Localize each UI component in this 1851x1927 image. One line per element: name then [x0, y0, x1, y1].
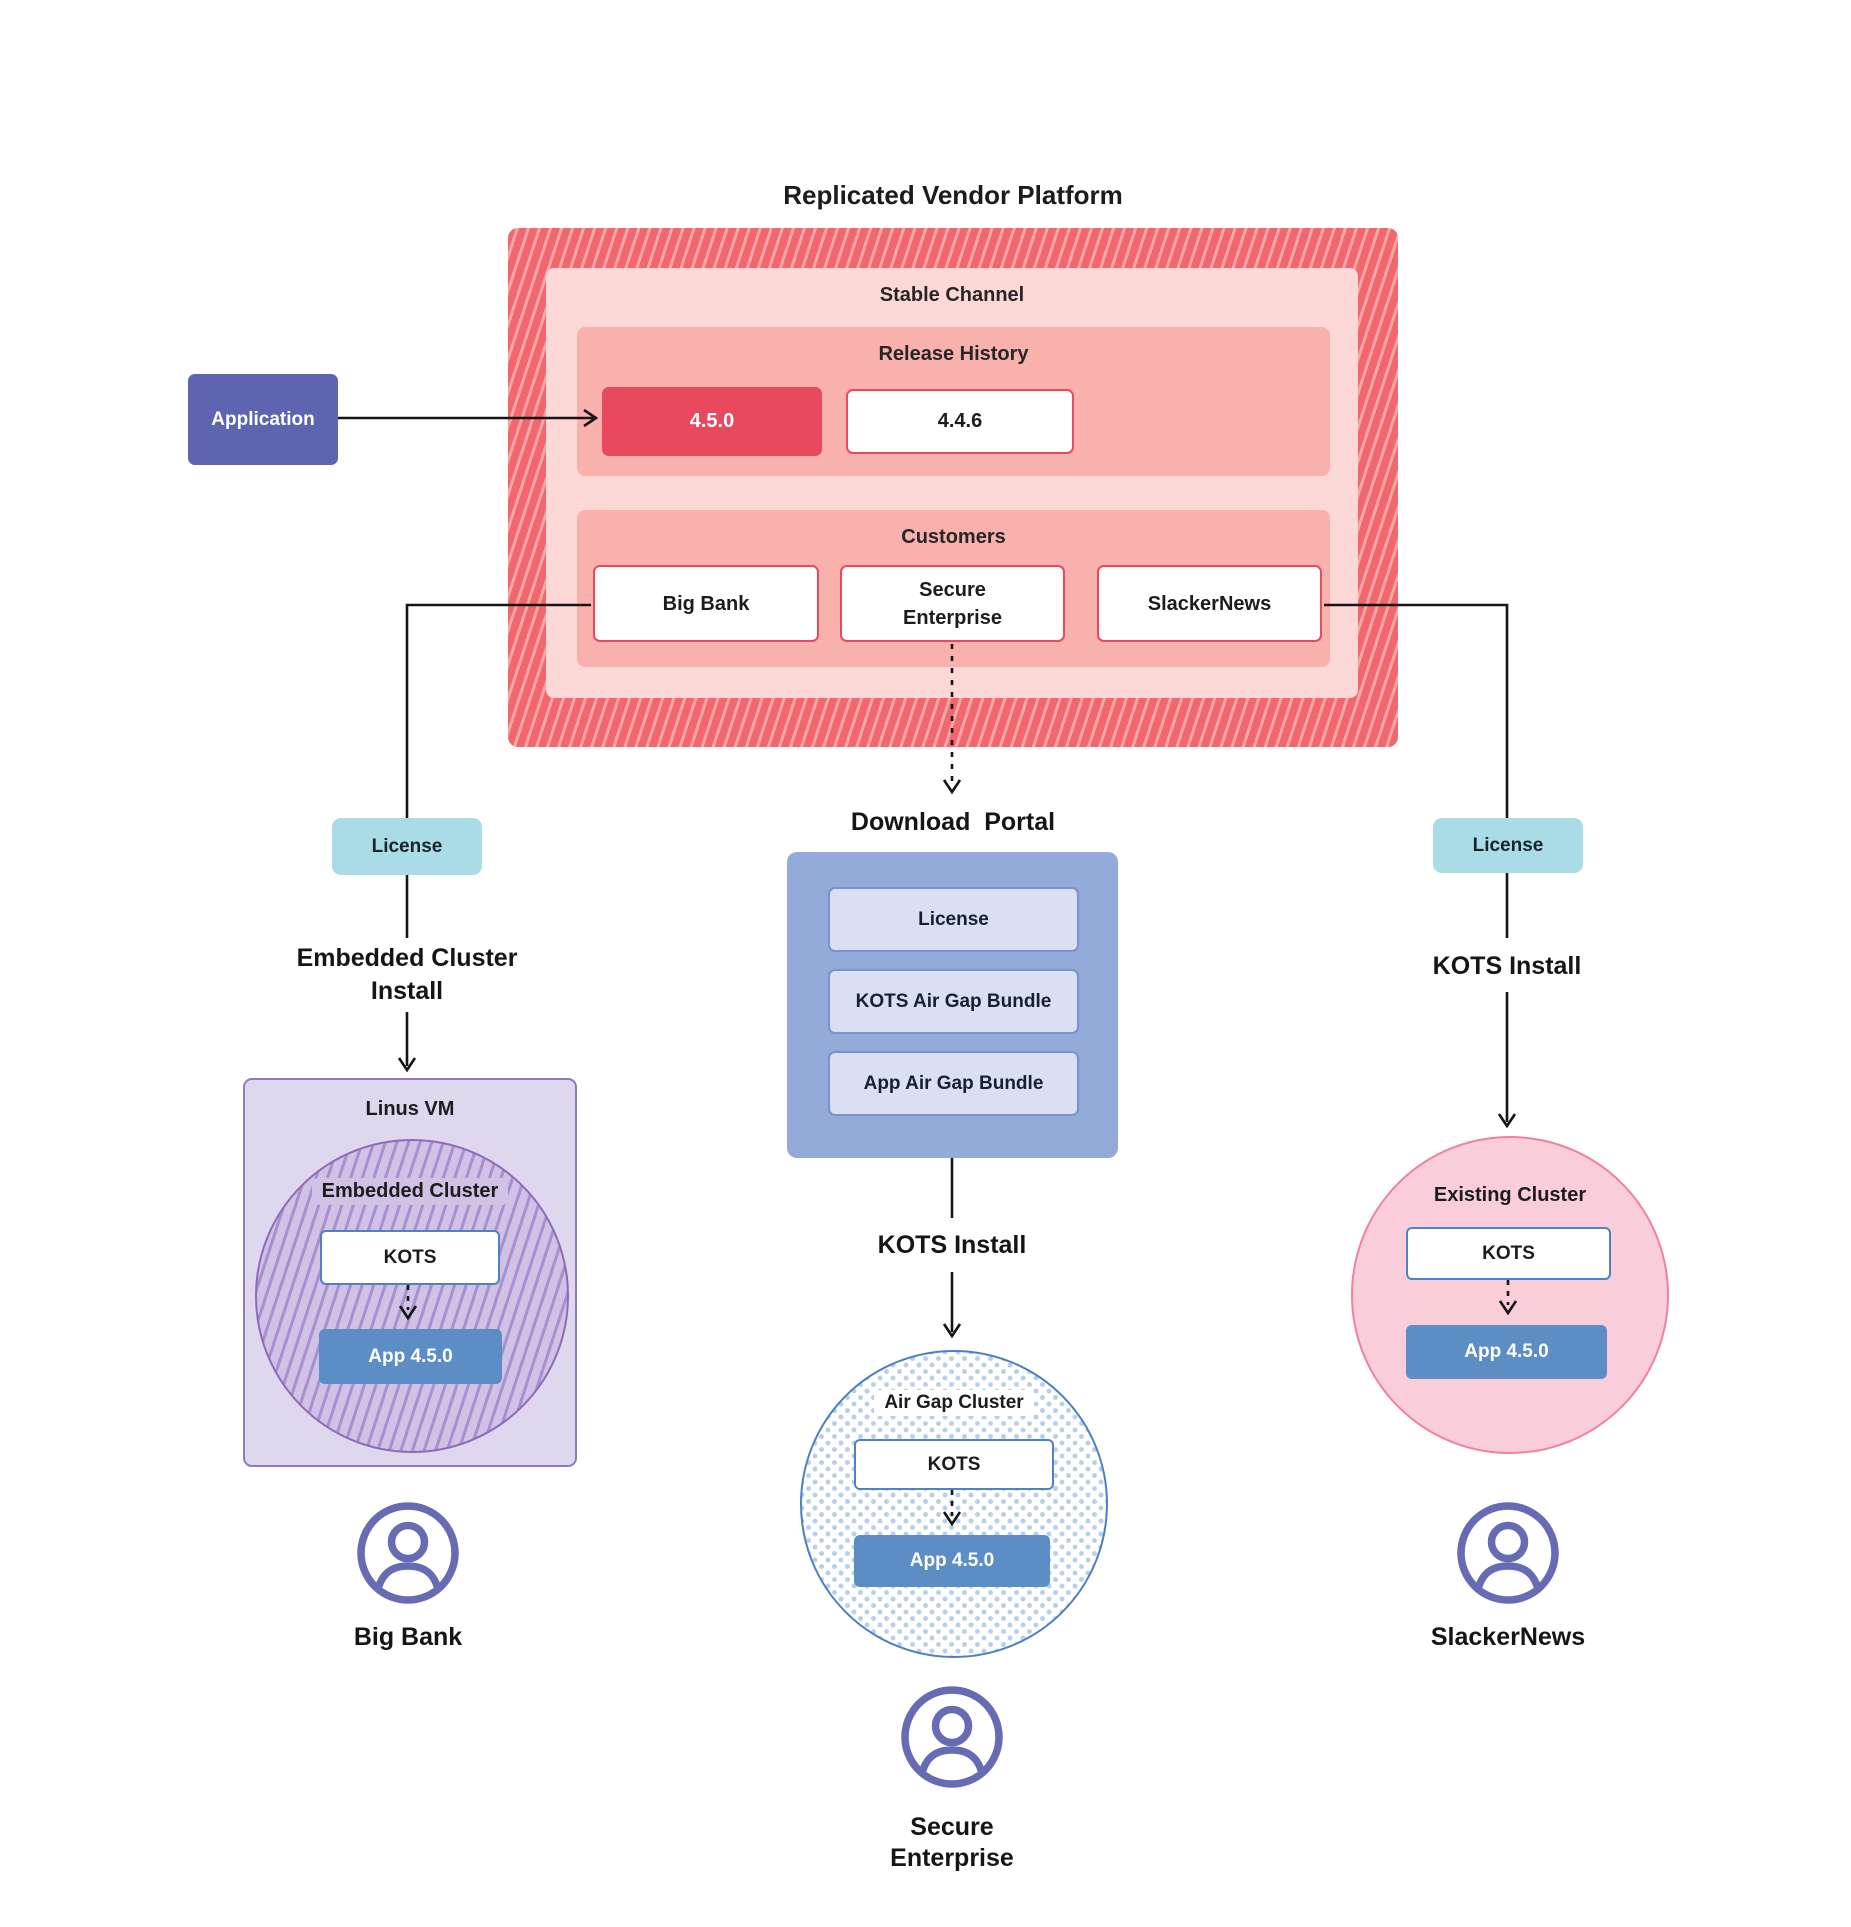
- customer-secure-enterprise: Secure Enterprise: [840, 565, 1065, 642]
- persona-secure-enterprise-label: Secure Enterprise: [890, 1813, 1014, 1872]
- kots-box-right: KOTS: [1406, 1227, 1611, 1280]
- app-box-left: App 4.5.0: [319, 1329, 502, 1384]
- persona-slackernews-label: SlackerNews: [1430, 1623, 1586, 1651]
- download-portal-label: Download Portal: [850, 808, 1056, 836]
- license-box-right: License: [1433, 818, 1583, 873]
- portal-license-box: License: [828, 887, 1079, 952]
- diagram-title: Replicated Vendor Platform: [783, 180, 1123, 210]
- release-history-label: Release History: [878, 343, 1029, 365]
- kots-box-left: KOTS: [320, 1230, 500, 1285]
- portal-app-airgap-bundle-box: App Air Gap Bundle: [828, 1051, 1079, 1116]
- embedded-cluster-label: Embedded Cluster: [245, 1178, 575, 1205]
- release-4-5-0: 4.5.0: [602, 387, 822, 456]
- linus-vm-box: Linus VM Embedded Cluster KOTS App 4.5.0: [243, 1078, 577, 1467]
- person-icon: [1457, 1502, 1559, 1604]
- air-gap-cluster-circle: Air Gap Cluster KOTS App 4.5.0: [800, 1350, 1108, 1658]
- kots-install-label-middle: KOTS Install: [877, 1231, 1027, 1259]
- customers-box: Customers Big Bank Secure Enterprise Sla…: [577, 510, 1330, 667]
- existing-cluster-circle: Existing Cluster KOTS App 4.5.0: [1351, 1136, 1669, 1454]
- customer-slackernews-label: SlackerNews: [1147, 592, 1272, 615]
- customer-big-bank: Big Bank: [593, 565, 819, 642]
- stable-channel-label: Stable Channel: [879, 284, 1025, 306]
- persona-big-bank-label: Big Bank: [353, 1623, 463, 1651]
- linus-vm-label: Linus VM: [365, 1098, 455, 1120]
- kots-install-label-right: KOTS Install: [1432, 952, 1582, 980]
- stable-channel-box: Stable Channel Release History 4.5.0 4.4…: [546, 268, 1358, 698]
- customers-label: Customers: [901, 526, 1006, 548]
- existing-cluster-label: Existing Cluster: [1433, 1184, 1587, 1206]
- kots-box-middle: KOTS: [854, 1439, 1054, 1490]
- release-4-4-6: 4.4.6: [846, 389, 1074, 454]
- person-icon: [901, 1686, 1003, 1788]
- embedded-cluster-install-label: Embedded Cluster Install: [296, 944, 518, 1005]
- portal-kots-airgap-bundle-box: KOTS Air Gap Bundle: [828, 969, 1079, 1034]
- customer-slackernews: SlackerNews: [1097, 565, 1322, 642]
- app-box-right: App 4.5.0: [1406, 1325, 1607, 1379]
- customer-secure-enterprise-label: Secure Enterprise: [903, 578, 1002, 629]
- air-gap-cluster-label: Air Gap Cluster: [802, 1390, 1106, 1416]
- download-portal-box: License KOTS Air Gap Bundle App Air Gap …: [787, 852, 1118, 1158]
- license-box-left: License: [332, 818, 482, 875]
- person-icon: [357, 1502, 459, 1604]
- application-box: Application: [188, 374, 338, 465]
- release-history-box: Release History 4.5.0 4.4.6: [577, 327, 1330, 476]
- customer-big-bank-label: Big Bank: [662, 592, 750, 615]
- app-box-middle: App 4.5.0: [854, 1535, 1050, 1587]
- vendor-platform-box: Stable Channel Release History 4.5.0 4.4…: [508, 228, 1398, 747]
